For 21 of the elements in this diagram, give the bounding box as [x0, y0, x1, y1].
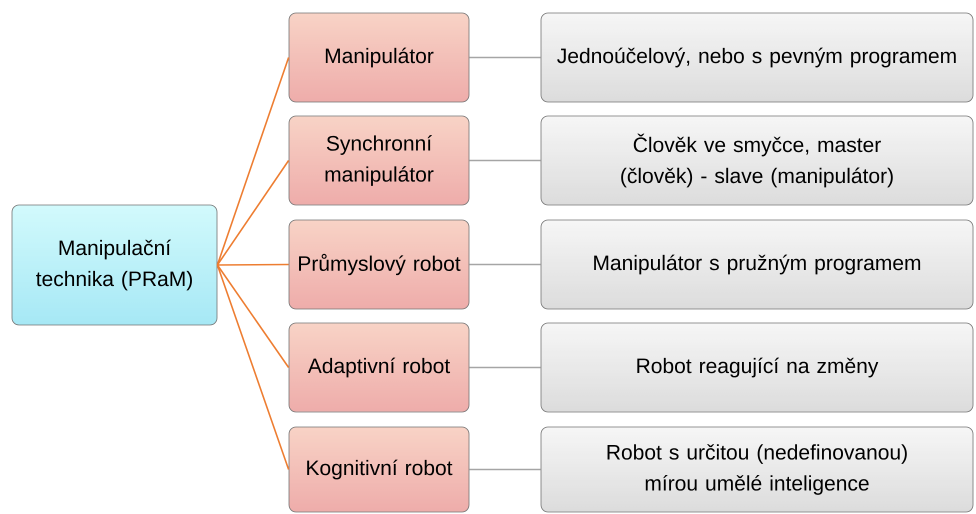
- connector-line: [469, 56, 541, 58]
- connector-line: [216, 264, 290, 470]
- category-box: Synchronní manipulátor: [288, 116, 470, 206]
- topic-box: Manipulační technika (PRaM): [12, 204, 218, 326]
- connector-line: [217, 264, 289, 266]
- description-box: Manipulátor s pružným programem: [540, 220, 974, 310]
- category-box: Kognitivní robot: [288, 426, 470, 512]
- description-box: Robot reagující na změny: [540, 322, 974, 412]
- description-box: Jednoúčelový, nebo s pevným programem: [540, 12, 974, 102]
- description-box: Robot s určitou (nedefinovanou) mírou umělé inteligence: [540, 426, 974, 512]
- connector-line: [469, 366, 541, 368]
- connector-line: [216, 57, 290, 266]
- description-box: Člověk ve smyčce, master (člověk) - slave (manipulátor): [540, 116, 974, 206]
- connector-line: [216, 160, 290, 266]
- connector-line: [469, 468, 541, 470]
- category-box: Průmyslový robot: [288, 220, 470, 310]
- category-box: Manipulátor: [288, 12, 470, 102]
- category-box: Adaptivní robot: [288, 322, 470, 412]
- connector-line: [216, 264, 290, 368]
- connector-line: [469, 264, 541, 266]
- connector-line: [469, 160, 541, 162]
